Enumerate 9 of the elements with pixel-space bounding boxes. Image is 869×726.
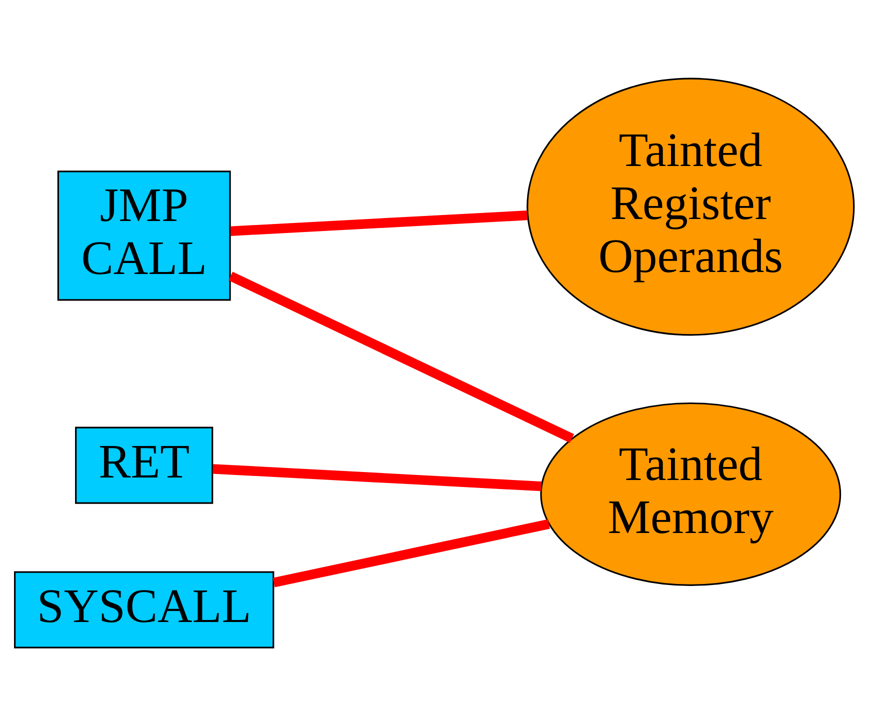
connector — [230, 210, 528, 236]
connector — [228, 272, 574, 443]
node-box: RET — [75, 426, 214, 504]
node-ellipse: Tainted Register Operands — [526, 78, 855, 336]
connector — [212, 464, 542, 492]
connector — [272, 519, 550, 588]
node-box: JMP CALL — [57, 170, 231, 301]
node-ellipse: Tainted Memory — [540, 402, 842, 586]
node-box: SYSCALL — [14, 571, 274, 648]
